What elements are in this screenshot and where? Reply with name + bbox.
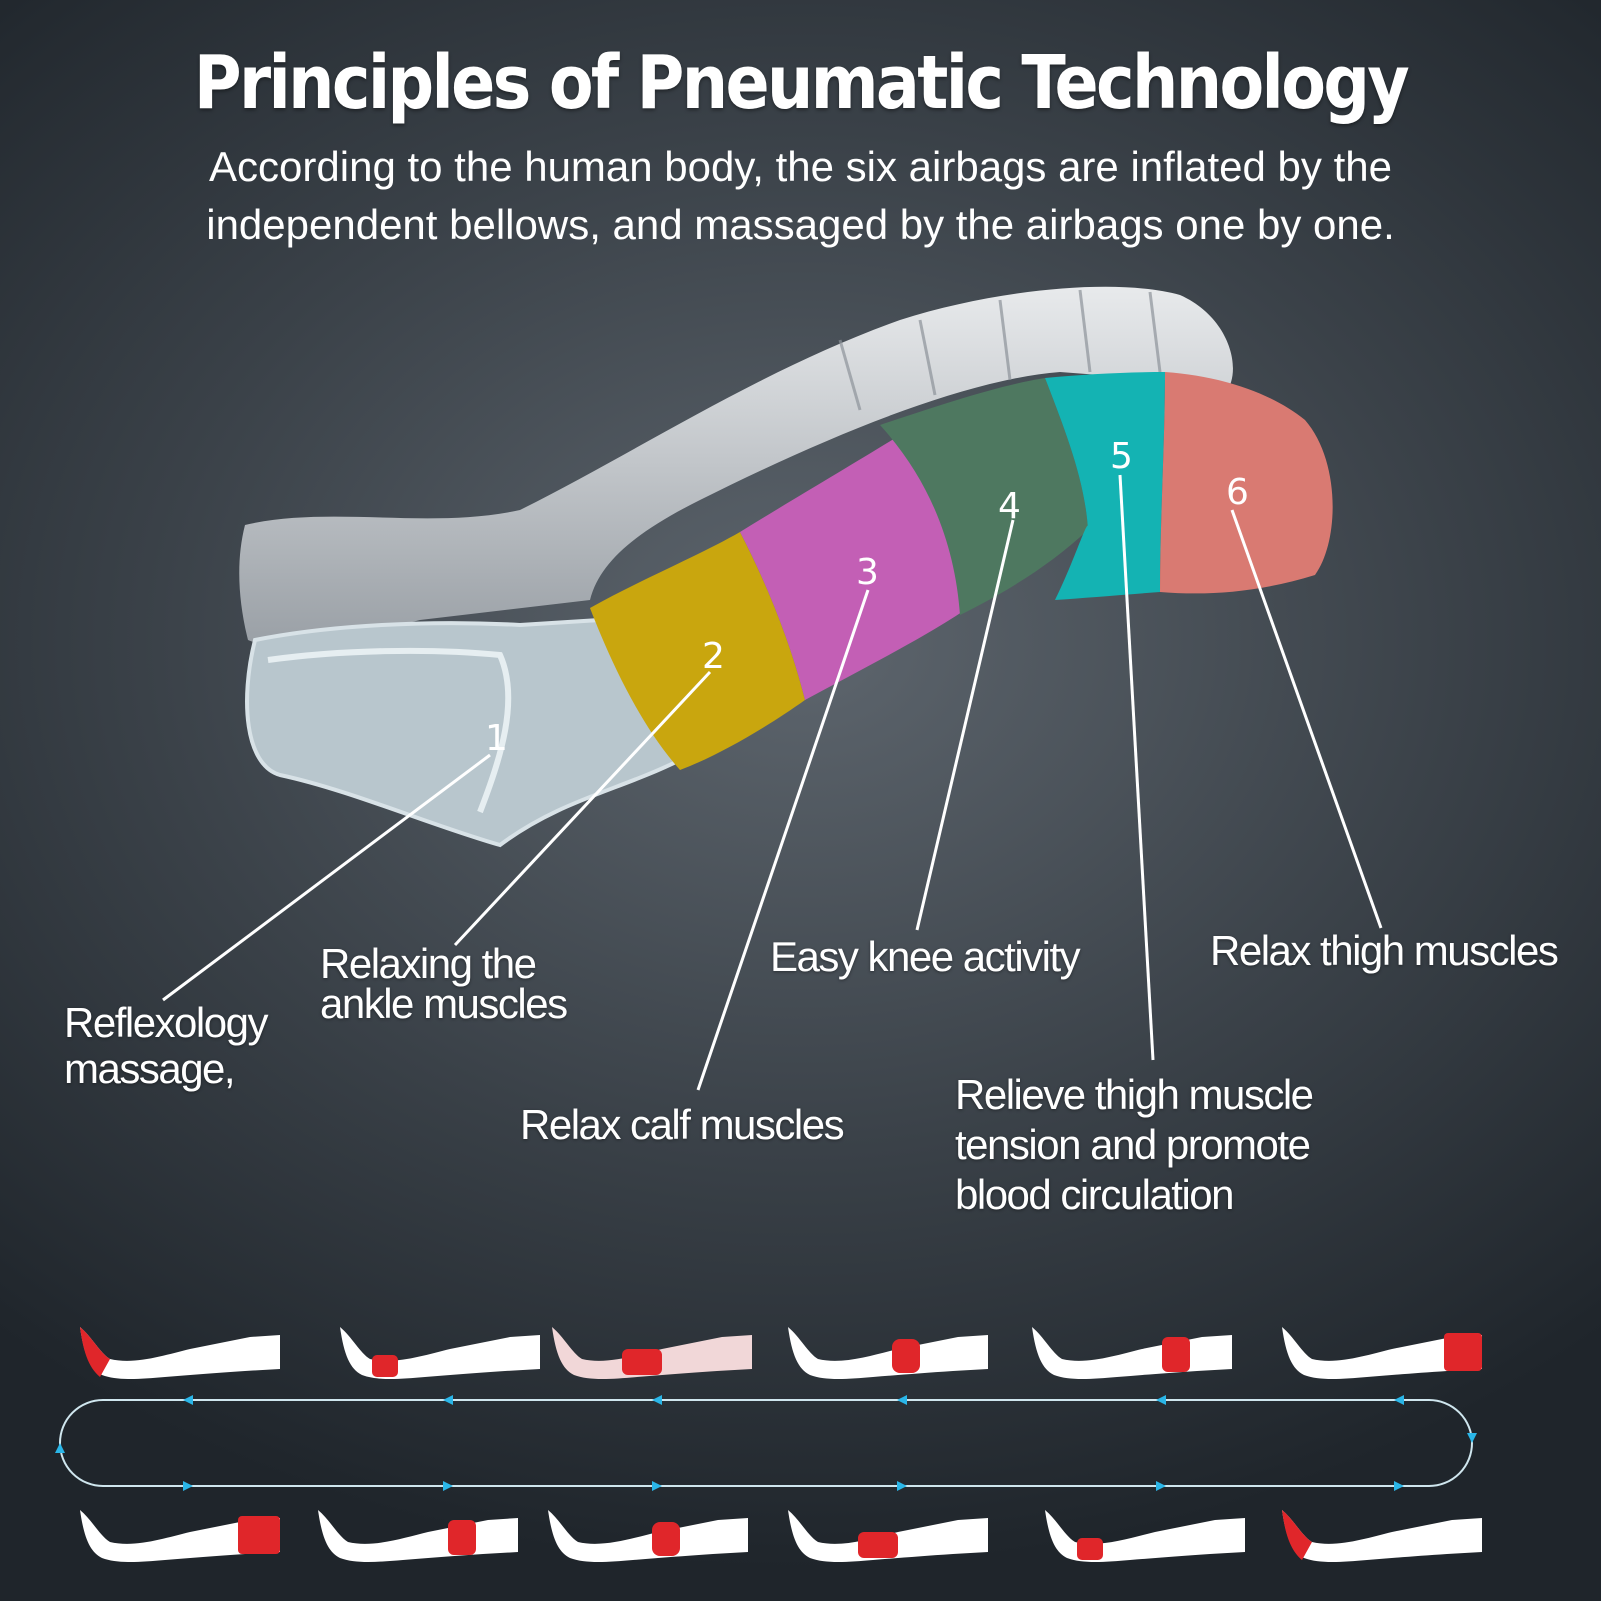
label-airbag-1-line-2: massage,: [64, 1045, 236, 1092]
airbag-1-number: 1: [485, 718, 508, 759]
callout-line-5: [1118, 474, 1155, 1061]
airbag-1-shape: [245, 617, 684, 848]
label-airbag-2-line-2: ankle muscles: [320, 980, 568, 1027]
highlight-knee: [892, 1339, 920, 1373]
highlight-lower-thigh: [1162, 1337, 1190, 1372]
callout-lines: [162, 474, 1383, 1091]
subtitle-line-2: independent bellows, and massaged by the…: [206, 201, 1395, 248]
airbag-6-number: 6: [1226, 472, 1249, 513]
highlight-foot: [80, 1327, 110, 1377]
airbag-5-number: 5: [1110, 436, 1133, 477]
cycle-bottom-row: [80, 1510, 1482, 1562]
page-title: Principles of Pneumatic Technology: [193, 40, 1410, 126]
boot-ribs: [838, 289, 1162, 411]
airbag-3-number: 3: [856, 552, 879, 593]
label-airbag-5: Relieve thigh muscle tension and promote…: [955, 1070, 1314, 1220]
callout-line-6: [1230, 509, 1383, 929]
label-airbag-5-line-2: tension and promote: [955, 1121, 1311, 1168]
label-airbag-1: Reflexology massage,: [64, 999, 268, 1092]
label-airbag-4: Easy knee activity: [770, 933, 1081, 980]
cycle-arrows: [55, 1395, 1477, 1491]
label-airbag-5-line-1: Relieve thigh muscle: [955, 1071, 1314, 1118]
callout-line-3: [696, 589, 870, 1091]
airbag-6-shape: [1160, 372, 1333, 594]
airbag-4-shape: [880, 378, 1088, 615]
label-airbag-4-line-1: Easy knee activity: [770, 933, 1081, 980]
airbag-3-shape: [740, 432, 965, 700]
callout-line-2: [453, 670, 712, 947]
subtitle: According to the human body, the six air…: [0, 138, 1601, 254]
label-airbag-6: Relax thigh muscles: [1210, 927, 1559, 974]
callout-line-1: [162, 753, 491, 1002]
label-airbag-2: Relaxing the ankle muscles: [320, 940, 568, 1027]
airbag-4-number: 4: [998, 486, 1021, 527]
highlight-upper-thigh: [1444, 1333, 1482, 1371]
cycle-loop: [59, 1399, 1473, 1487]
label-airbag-3-line-1: Relax calf muscles: [520, 1101, 845, 1148]
highlight-ankle: [372, 1355, 398, 1377]
label-airbag-2-line-1: Relaxing the: [320, 940, 537, 987]
airbag-1-sole: [267, 647, 512, 814]
highlight-calf: [622, 1349, 662, 1375]
label-airbag-3: Relax calf muscles: [520, 1101, 845, 1148]
airbag-2-number: 2: [702, 636, 725, 677]
subtitle-line-1: According to the human body, the six air…: [209, 143, 1392, 190]
boot-outer-shell: [239, 286, 1233, 644]
label-airbag-5-line-3: blood circulation: [955, 1171, 1235, 1218]
airbag-5-shape: [1045, 372, 1165, 600]
cycle-top-row: [80, 1327, 1482, 1379]
callout-line-4: [915, 519, 1015, 931]
label-airbag-1-line-1: Reflexology: [64, 999, 268, 1046]
airbag-2-shape: [590, 532, 805, 770]
label-airbag-6-line-1: Relax thigh muscles: [1210, 927, 1559, 974]
